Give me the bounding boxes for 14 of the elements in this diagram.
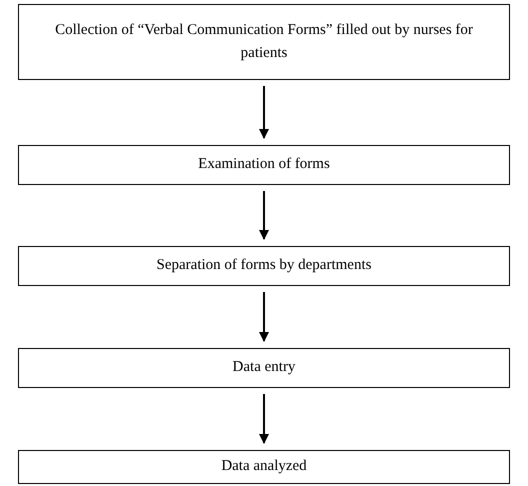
process-box xyxy=(18,4,510,80)
process-box xyxy=(18,145,510,185)
process-box xyxy=(18,450,510,484)
process-box xyxy=(18,348,510,388)
box-text: Data entry xyxy=(232,358,296,378)
box-text: Separation of forms by departments xyxy=(156,256,372,276)
arrow xyxy=(259,292,269,342)
process-box xyxy=(18,246,510,286)
arrow xyxy=(259,86,269,139)
box-text: Data analyzed xyxy=(221,457,307,476)
arrow xyxy=(259,191,269,240)
arrow xyxy=(259,394,269,444)
box-text: Examination of forms xyxy=(198,155,330,174)
box-text: Collection of “Verbal Communication Forms” filled out by nurses for patients xyxy=(54,20,474,63)
